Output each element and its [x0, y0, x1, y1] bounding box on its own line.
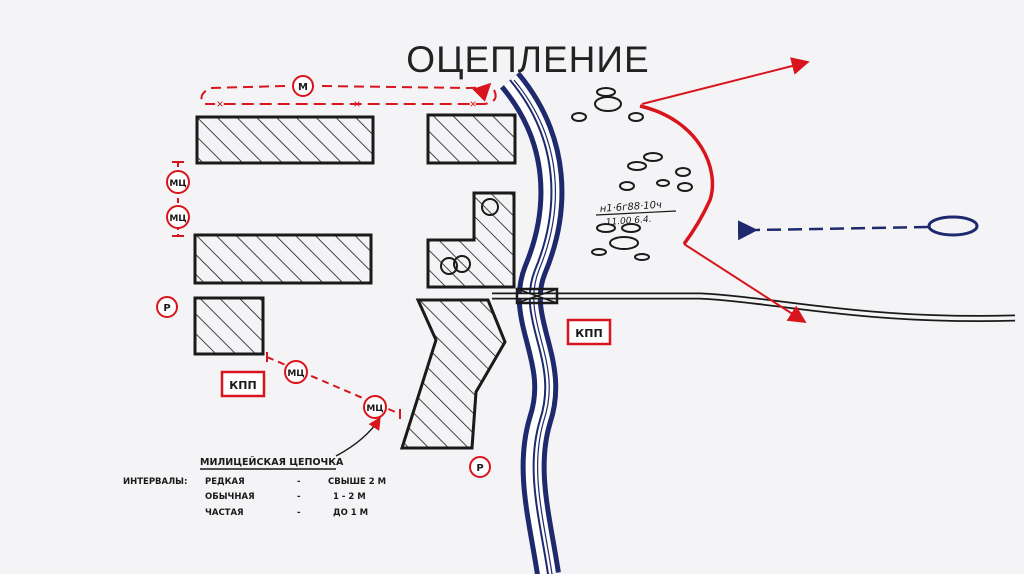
moving-object: [927, 215, 979, 237]
legend-row-name: ОБЫЧНАЯ: [205, 492, 255, 502]
cross-mark: ×: [353, 97, 360, 111]
legend-intervals-label: ИНТЕРВАЛЫ:: [123, 477, 187, 487]
legend-row-value: 1 - 2 М: [333, 492, 366, 502]
note-line-1: н1·6г88·10ч: [599, 200, 662, 215]
legend-row-dash: -: [297, 508, 301, 518]
page-title: ОЦЕПЛЕНИЕ: [406, 39, 649, 80]
marker-p-1: Р: [163, 303, 170, 314]
marker-mc-3: МЦ: [287, 369, 304, 379]
cross-mark: ×: [469, 97, 476, 111]
marker-p-2: Р: [476, 463, 483, 474]
approach-arrow: [737, 215, 979, 241]
left-militia-chain: МЦ МЦ: [166, 161, 190, 237]
legend-row-value: СВЫШЕ 2 М: [328, 477, 386, 487]
patrol-loop: × × × М: [200, 75, 497, 111]
road: [492, 287, 1016, 322]
cross-mark: ×: [216, 97, 223, 111]
building-3: [193, 233, 373, 285]
bridge: [515, 287, 559, 305]
lower-militia-chain: МЦ МЦ: [266, 352, 401, 457]
note-line-2: 11.00 6.4.: [606, 215, 652, 228]
ovals: [571, 87, 693, 261]
legend-row-name: РЕДКАЯ: [205, 477, 245, 487]
marker-m: М: [298, 82, 308, 93]
legend-header: МИЛИЦЕЙСКАЯ ЦЕПОЧКА: [200, 456, 344, 468]
legend-row-name: ЧАСТАЯ: [205, 508, 244, 518]
buildings: [193, 113, 517, 450]
legend-row-dash: -: [297, 477, 301, 487]
marker-mc-1: МЦ: [169, 179, 186, 189]
cordon-east: [639, 57, 810, 323]
building-1: [195, 115, 375, 165]
legend-row-value: ДО 1 М: [333, 508, 368, 518]
marker-mc-4: МЦ: [366, 404, 383, 414]
marker-mc-2: МЦ: [169, 214, 186, 224]
legend: МИЛИЦЕЙСКАЯ ЦЕПОЧКА ИНТЕРВАЛЫ: РЕДКАЯ - …: [123, 456, 386, 518]
building-5: [193, 296, 265, 356]
building-4: [426, 191, 516, 289]
building-2: [426, 113, 517, 165]
kpp-west: КПП: [229, 379, 256, 392]
building-6: [399, 298, 507, 450]
legend-row-dash: -: [297, 492, 301, 502]
kpp-east: КПП: [575, 327, 602, 340]
river: [499, 71, 565, 574]
